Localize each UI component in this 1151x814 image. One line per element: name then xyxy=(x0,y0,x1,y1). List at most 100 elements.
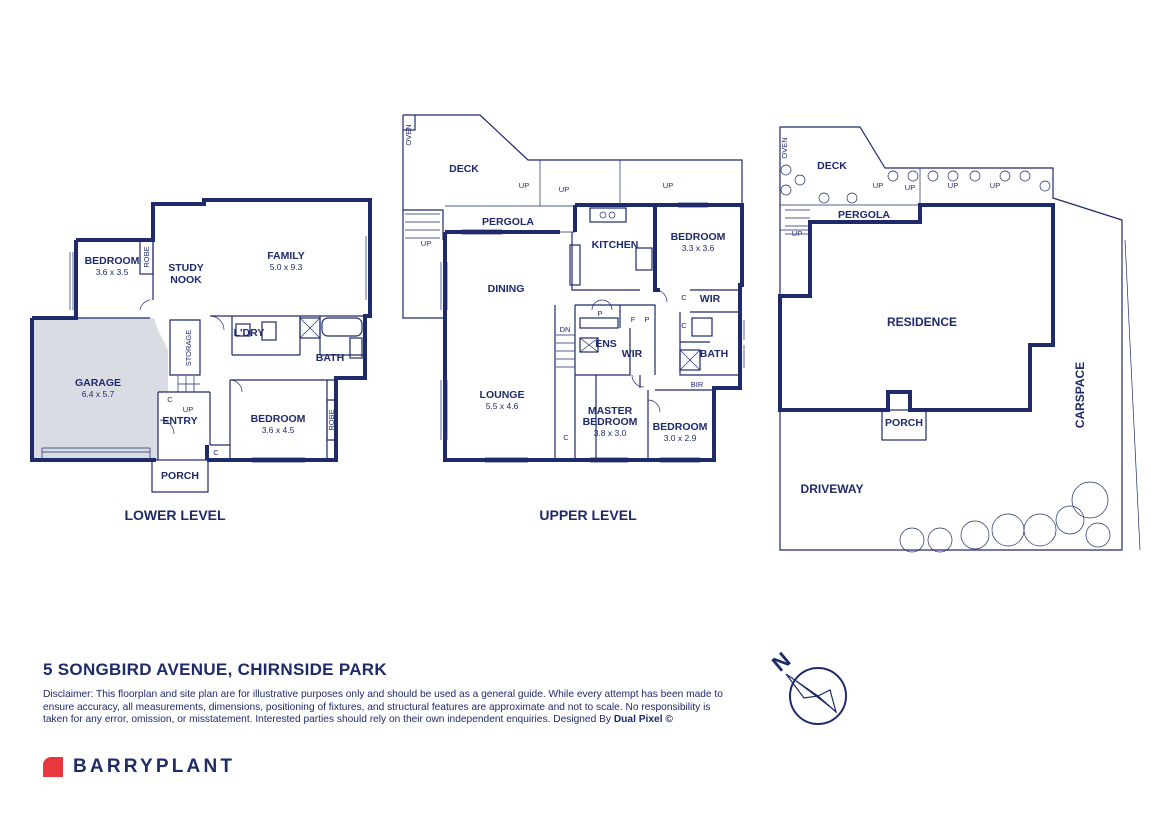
ens-shower xyxy=(579,337,599,353)
ens-vanity xyxy=(579,317,619,329)
label-ens: ENS xyxy=(595,338,617,350)
label-robe-1: ROBE xyxy=(142,246,151,267)
label-robe-2: ROBE xyxy=(327,409,336,430)
robe-cupboard xyxy=(139,239,154,275)
label-upper-up-1: UP xyxy=(421,239,431,248)
label-nook: NOOK xyxy=(170,274,202,286)
label-site-up-3: UP xyxy=(905,183,915,192)
label-bedroom-a: BEDROOM xyxy=(671,231,726,243)
compass-north-letter: N xyxy=(767,650,795,676)
site-boundary xyxy=(779,126,1123,551)
laundry-trough xyxy=(261,321,277,341)
label-upper-up-3: UP xyxy=(559,185,569,194)
label-laundry: L'DRY xyxy=(234,327,265,339)
label-upper-oven: OVEN xyxy=(404,124,413,145)
label-driveway: DRIVEWAY xyxy=(801,482,864,496)
north-compass-icon: N xyxy=(767,650,847,725)
label-upper-pergola: PERGOLA xyxy=(482,216,534,228)
label-lower-c2: C xyxy=(213,448,219,457)
label-lower-bath: BATH xyxy=(316,352,344,364)
oven-tower xyxy=(635,247,653,271)
dim-bedroom-1: 3.6 x 3.5 xyxy=(96,267,129,277)
label-wir-2: WIR xyxy=(700,293,721,305)
label-lower-porch: PORCH xyxy=(161,470,199,482)
brand-name: BARRYPLANT xyxy=(73,756,236,777)
title-lower-level: LOWER LEVEL xyxy=(124,507,226,523)
dim-bedroom-2: 3.6 x 4.5 xyxy=(262,425,295,435)
dim-bedroom-b: 3.0 x 2.9 xyxy=(664,433,697,443)
label-site-pergola: PERGOLA xyxy=(838,209,890,221)
label-site-up-5: UP xyxy=(990,181,1000,190)
lower-windows xyxy=(41,236,370,463)
dim-family: 5.0 x 9.3 xyxy=(270,262,303,272)
label-master: MASTER xyxy=(588,405,633,417)
dim-lounge: 5.5 x 4.6 xyxy=(486,401,519,411)
label-upper-deck: DECK xyxy=(449,163,479,175)
label-dining: DINING xyxy=(488,283,525,295)
label-wir-1: WIR xyxy=(622,348,643,360)
designer-credit: Dual Pixel © xyxy=(613,714,673,726)
label-kitchen: KITCHEN xyxy=(592,239,639,251)
label-bedroom-2: BEDROOM xyxy=(251,413,306,425)
dim-bedroom-a: 3.3 x 3.6 xyxy=(682,243,715,253)
label-upper-up-4: UP xyxy=(663,181,673,190)
label-site-porch: PORCH xyxy=(885,417,923,429)
lower-level-plan: BEDROOM 3.6 x 3.5 ROBE STUDY NOOK FAMILY… xyxy=(30,198,372,523)
upper-deck-outline xyxy=(402,114,743,319)
label-pantry: P xyxy=(597,309,602,318)
label-site-up-4: UP xyxy=(948,181,958,190)
upper-doors xyxy=(591,289,668,413)
label-dn: DN xyxy=(560,325,571,334)
garage-floor xyxy=(34,318,168,460)
label-upper-c: C xyxy=(563,433,569,442)
label-upper-c2: C xyxy=(681,293,687,302)
label-family: FAMILY xyxy=(267,250,305,262)
dim-garage: 6.4 x 5.7 xyxy=(82,389,115,399)
vanity xyxy=(349,337,363,359)
dim-master: 3.8 x 3.0 xyxy=(594,428,627,438)
bath2-shower xyxy=(691,317,713,337)
barryplant-logo: BARRYPLANT xyxy=(43,756,235,778)
label-residence: RESIDENCE xyxy=(887,315,957,329)
residence-outline xyxy=(778,203,1055,412)
label-entry: ENTRY xyxy=(162,415,197,427)
label-site-up-1: UP xyxy=(792,229,802,238)
robe2-cupboard xyxy=(326,399,337,441)
disclaimer: Disclaimer: This floorplan and site plan… xyxy=(43,689,733,727)
lower-doors xyxy=(139,299,243,435)
disclaimer-text: Disclaimer: This floorplan and site plan… xyxy=(43,689,723,726)
cooktop xyxy=(589,207,627,223)
lower-stairs xyxy=(177,376,200,392)
label-pantry-2: P xyxy=(644,315,649,324)
label-site-up-2: UP xyxy=(873,181,883,190)
title-upper-level: UPPER LEVEL xyxy=(539,507,637,523)
property-address: 5 SONGBIRD AVENUE, CHIRNSIDE PARK xyxy=(43,660,387,679)
bath2-box xyxy=(679,349,701,371)
bath-tub xyxy=(321,317,363,337)
label-upper-bath: BATH xyxy=(700,348,728,360)
label-bir: BIR xyxy=(691,380,704,389)
label-master-2: BEDROOM xyxy=(583,416,638,428)
site-pergola xyxy=(780,168,921,231)
label-lounge: LOUNGE xyxy=(480,389,525,401)
site-trees xyxy=(780,164,1111,553)
upper-outer-walls xyxy=(443,203,744,462)
label-site-deck: DECK xyxy=(817,160,847,172)
label-garage: GARAGE xyxy=(75,377,121,389)
label-bedroom-1: BEDROOM xyxy=(85,255,140,267)
label-storage: STORAGE xyxy=(184,330,193,367)
logo-mark-icon xyxy=(43,757,63,777)
label-site-oven: OVEN xyxy=(780,137,789,158)
label-fridge: F xyxy=(631,315,636,324)
upper-level-plan: OVEN DECK PERGOLA KITCHEN BEDROOM 3.3 x … xyxy=(402,114,745,523)
upper-windows xyxy=(440,202,745,463)
shower xyxy=(299,317,321,339)
laundry-sink xyxy=(235,323,251,337)
label-upper-up-2: UP xyxy=(519,181,529,190)
deck-stairs xyxy=(405,213,440,239)
label-lower-up: UP xyxy=(183,405,193,414)
site-plan: OVEN DECK PERGOLA RESIDENCE PORCH CARSPA… xyxy=(778,126,1141,553)
label-lower-c1: C xyxy=(167,395,173,404)
upper-stairs xyxy=(556,334,575,368)
